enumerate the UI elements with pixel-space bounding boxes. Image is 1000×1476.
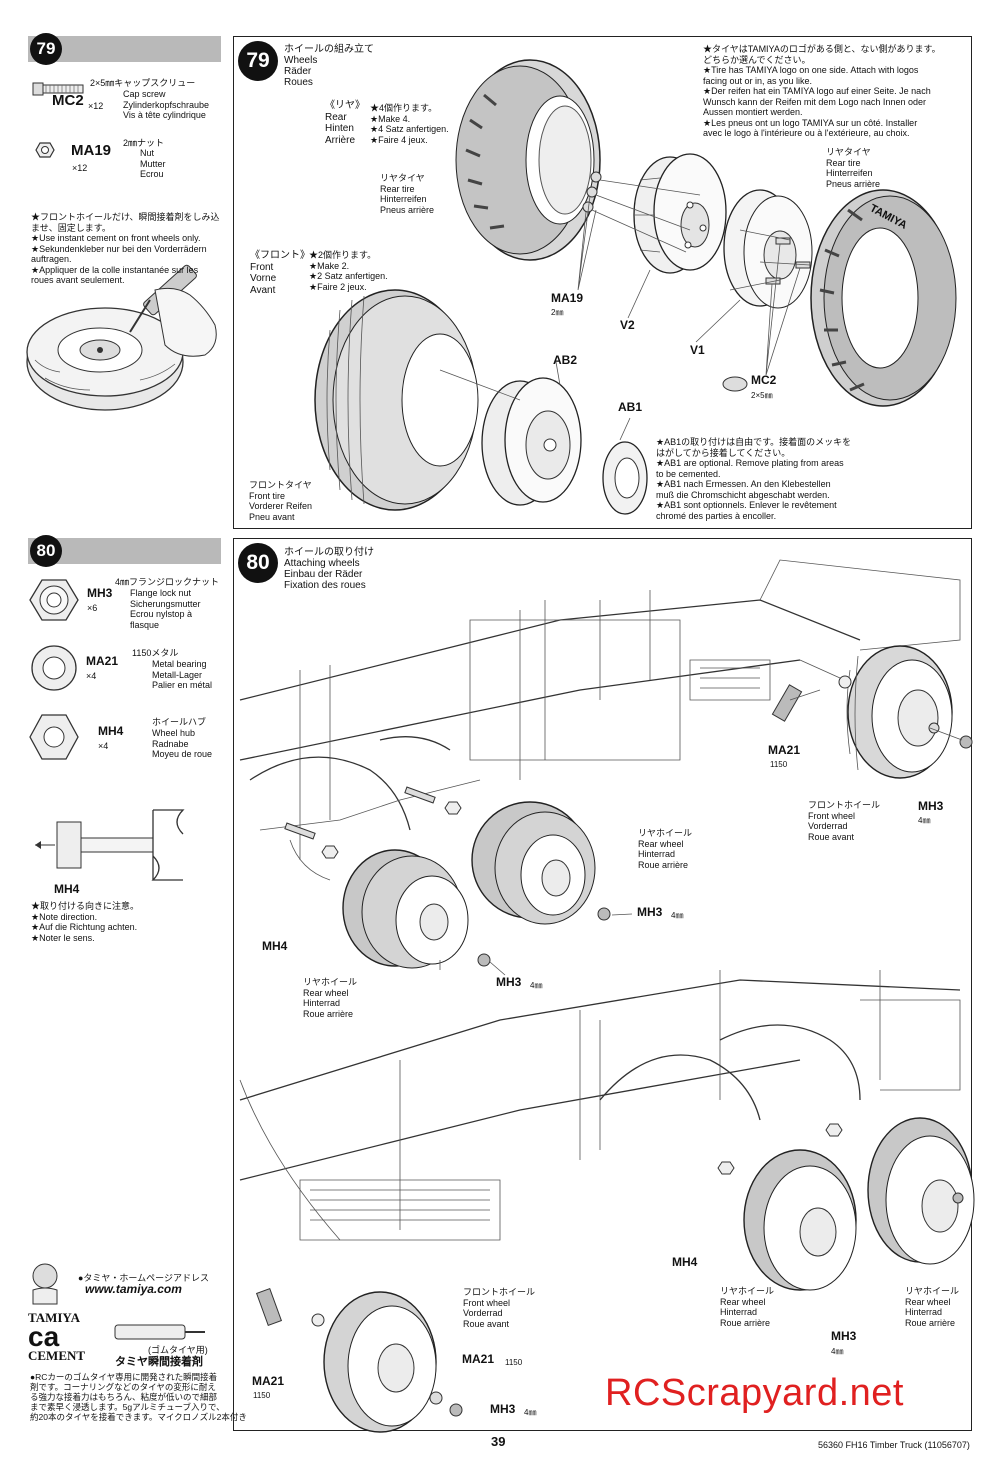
ab1-optional-note: ★AB1の取り付けは自由です。接着面のメッキを はがしてから接着してください。 … (656, 437, 852, 521)
ca-rubber-tag: (ゴムタイヤ用) (148, 1345, 208, 1355)
mh3-title: 4㎜フランジロックナット (115, 577, 220, 587)
mh3-qty: ×6 (87, 603, 98, 613)
ca-cement-tube (114, 1324, 205, 1340)
cap-screw-names: Cap screw Zylinderkopfschraube Vis à têt… (123, 89, 210, 120)
ca-product-name: タミヤ瞬間接着剤 (115, 1356, 203, 1368)
sidebar79-step-number: 79 (30, 33, 62, 65)
ma19-size: 2㎜ (551, 308, 564, 317)
ca-cement-word: CEMENT (28, 1348, 86, 1363)
v2-label: V2 (620, 318, 635, 332)
ab2-label: AB2 (553, 353, 578, 367)
bottom-front-wheel-label: フロントホイール Front wheel Vorderrad Roue avan… (463, 1287, 536, 1329)
bottom-rear-wheel-b-label: リヤホイール Rear wheel Hinterrad Roue arrière (905, 1286, 960, 1328)
direction-note: ★取り付ける向きに注意。 ★Note direction. ★Auf die R… (31, 901, 140, 943)
top-ma21-label: MA21 (768, 743, 801, 757)
top-front-wheel-label: フロントホイール Front wheel Vorderrad Roue avan… (808, 800, 881, 842)
bottom-mh4-label: MH4 (672, 1255, 698, 1269)
sidebar80-step-number: 80 (30, 535, 62, 567)
watermark: RCScrapyard.net (605, 1372, 904, 1414)
mh4-code: MH4 (98, 724, 124, 738)
mh4-names: Wheel hub Radnabe Moyeu de roue (152, 728, 213, 759)
nut-qty: ×12 (72, 163, 88, 173)
nut-code: MA19 (71, 142, 112, 159)
tamiya-logo-note: ★タイヤはTAMIYAのロゴがある側と、ない側があります。 どちらか選んでくださ… (703, 44, 941, 138)
front-label: 《フロント》 Front Vorne Avant (250, 250, 310, 296)
front-tire-label: フロントタイヤ Front tire Vorderer Reifen Pneu … (249, 480, 313, 522)
mh3-names: Flange lock nut Sicherungsmutter Ecrou n… (130, 588, 201, 630)
bottom-ma21-b-label: MA21 (462, 1352, 495, 1366)
step80-frame (233, 538, 972, 1431)
ca-brand: TAMIYA (28, 1310, 81, 1325)
top-mh3-label: MH3 (918, 799, 944, 813)
top-mh3-a-size: 4㎜ (671, 911, 684, 920)
mh4-title: ホイールハブ (152, 717, 207, 727)
top-mh3-size: 4㎜ (918, 816, 931, 825)
ma21-qty: ×4 (86, 671, 97, 681)
rear-tire-label-right: リヤタイヤ Rear tire Hinterreifen Pneus arriè… (826, 147, 881, 189)
step79-number: 79 (238, 41, 278, 81)
mc2-size: 2×5㎜ (751, 391, 773, 400)
ca-cement-logo: TAMIYA ca CEMENT (28, 1311, 108, 1367)
hex-nut-icon (35, 142, 55, 158)
front-wheel-cement-note: ★フロントホイールだけ、瞬間接着剤をしみ込ませ、固定します。 ★Use inst… (31, 212, 220, 285)
ma21-title: 1150メタル (132, 648, 179, 658)
front-make-count: ★2個作ります。 ★Make 2. ★2 Satz anfertigen. ★F… (309, 250, 388, 292)
cap-screw-qty: ×12 (88, 101, 104, 111)
page-number: 39 (491, 1434, 506, 1449)
rear-make-count: ★4個作ります。 ★Make 4. ★4 Satz anfertigen. ★F… (370, 103, 449, 145)
cap-screw-title: 2×5㎜キャップスクリュー (90, 78, 196, 88)
top-rear-wheel-a-label: リヤホイール Rear wheel Hinterrad Roue arrière (638, 828, 693, 870)
document-reference: 56360 FH16 Timber Truck (11056707) (818, 1440, 970, 1450)
bottom-ma21-a-size: 1150 (253, 1391, 271, 1400)
ma21-names: Metal bearing Metall-Lager Palier en mét… (152, 659, 213, 690)
mh3-code: MH3 (87, 586, 113, 600)
bottom-ma21-b-size: 1150 (505, 1358, 523, 1367)
ca-description: ●RCカーのゴムタイヤ専用に開発された瞬間接着 剤です。コーナリングなどのタイヤ… (30, 1372, 247, 1422)
tamiya-homepage-mascot (32, 1263, 58, 1305)
step79-frame (233, 36, 972, 529)
bottom-mh3-c-size: 4㎜ (524, 1408, 537, 1417)
step79-title: ホイールの組み立て Wheels Räder Roues (284, 44, 374, 88)
ma21-code: MA21 (86, 654, 119, 668)
top-ma21-size: 1150 (770, 760, 788, 769)
metal-bearing-icon (31, 645, 77, 691)
ab1-label: AB1 (618, 400, 643, 414)
step80-title: ホイールの取り付け Attaching wheels Einbau der Rä… (284, 547, 374, 591)
mh4-direction-label: MH4 (54, 882, 80, 896)
mh4-qty: ×4 (98, 741, 109, 751)
bottom-mh3-size: 4㎜ (831, 1347, 844, 1356)
hub-direction-drawing (35, 809, 185, 881)
ma19-label: MA19 (551, 291, 584, 305)
v1-label: V1 (690, 343, 705, 357)
wheel-hub-icon (29, 714, 79, 760)
bottom-mh3-label: MH3 (831, 1329, 857, 1343)
cap-screw-code: MC2 (52, 92, 84, 109)
bottom-mh3-c-label: MH3 (490, 1402, 516, 1416)
mc2-label: MC2 (751, 373, 777, 387)
nut-names: Nut Mutter Ecrou (140, 148, 166, 179)
bottom-ma21-a-label: MA21 (252, 1374, 285, 1388)
rear-label: 《リヤ》 Rear Hinten Arrière (325, 100, 365, 146)
rear-tire-label-left: リヤタイヤ Rear tire Hinterreifen Pneus arriè… (380, 173, 435, 215)
bottom-rear-wheel-a-label: リヤホイール Rear wheel Hinterrad Roue arrière (720, 1286, 775, 1328)
homepage-url[interactable]: www.tamiya.com (85, 1282, 182, 1296)
homepage-label: ●タミヤ・ホームページアドレス (78, 1273, 209, 1283)
top-mh4-label: MH4 (262, 939, 288, 953)
step80-number: 80 (238, 543, 278, 583)
top-rear-wheel-b-label: リヤホイール Rear wheel Hinterrad Roue arrière (303, 977, 358, 1019)
cement-tire-illustration (26, 264, 217, 411)
ca-text: ca (28, 1321, 60, 1352)
top-mh3-a-label: MH3 (637, 905, 663, 919)
nut-title: 2㎜ナット (123, 138, 165, 148)
top-mh3-b-label: MH3 (496, 975, 522, 989)
top-mh3-b-size: 4㎜ (530, 981, 543, 990)
flange-lock-nut-icon (29, 579, 79, 621)
